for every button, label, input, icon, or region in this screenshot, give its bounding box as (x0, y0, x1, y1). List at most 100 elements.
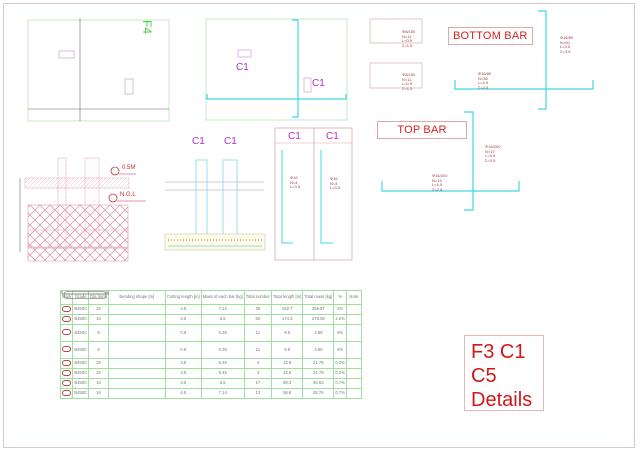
level-label: 0.5M (122, 165, 136, 171)
footing-plan-f4 (27, 18, 170, 122)
total-length-cell: 162.7 (270, 304, 304, 315)
total-length-cell: 9.9 (270, 341, 304, 359)
mark-circle-icon (62, 379, 72, 386)
column-elevation (164, 159, 266, 251)
cutting-length-cell: 4.5 (164, 388, 202, 399)
shape-cell (64, 291, 166, 369)
stirrup-icon (63, 291, 107, 299)
stirrup-panel-frame (369, 18, 423, 44)
column-header: Total length [m] (270, 290, 304, 305)
column-header: Note (345, 290, 362, 305)
footing-outline (27, 19, 170, 122)
rebar-line (538, 10, 547, 110)
grade-cell: B450C (72, 368, 90, 379)
diameter-cell: 16 (88, 304, 109, 315)
diameter-cell: 8 (88, 341, 109, 359)
column-footprint (303, 77, 312, 93)
bent-bar-icon (61, 291, 109, 295)
note-cell (345, 368, 362, 379)
cutting-length-cell: 3.5 (164, 378, 202, 389)
drawing-sheet-border (3, 3, 635, 448)
shape-cell (61, 291, 166, 389)
rebar-line (381, 181, 520, 192)
mass-each-cell: 0.35 (200, 324, 245, 342)
column-label: C1 (236, 62, 249, 73)
mark-cell (59, 388, 74, 399)
percent-cell: 0.7% (333, 378, 347, 389)
total-length-cell: 13.8 (270, 358, 304, 369)
rebar-line (464, 111, 474, 211)
mass-each-cell: 0.35 (200, 341, 245, 359)
note-cell (345, 388, 362, 399)
footing-section (19, 157, 146, 262)
grade-cell: B450C (72, 314, 90, 325)
grade-cell: B450C (72, 341, 90, 359)
footing-label: F4 (140, 20, 154, 35)
rebar-line (454, 80, 594, 90)
rebar-line (292, 19, 299, 118)
mass-each-cell: 5.45 (200, 358, 245, 369)
title-line: F3 C1 (471, 341, 526, 363)
diameter-cell: 16 (88, 388, 109, 399)
mark-circle-icon (62, 359, 72, 366)
mass-each-cell: 7.14 (200, 388, 245, 399)
cutting-length-cell: 0.9 (164, 324, 202, 342)
total-number-cell: 4 (243, 368, 272, 379)
shape-cell (63, 291, 166, 342)
diameter-cell: 16 (88, 314, 109, 325)
column-stub (84, 157, 100, 249)
total-mass-cell: 92.76 (302, 388, 335, 399)
total-number-cell: 11 (243, 324, 272, 342)
total-number-cell: 36 (243, 304, 272, 315)
column-header: % (333, 290, 347, 305)
grade-cell: B450C (72, 324, 90, 342)
percent-cell: 2% (333, 304, 347, 315)
shape-cell (63, 291, 166, 359)
total-number-cell: 11 (243, 341, 272, 359)
column-plan-c1 (205, 18, 348, 121)
grade-cell: B450C (72, 358, 90, 369)
rebar-line (281, 150, 293, 244)
shape-cell (61, 291, 166, 399)
column-label: C1 (312, 78, 325, 89)
total-mass-cell: 21.79 (302, 368, 335, 379)
rebar-line (320, 150, 333, 244)
column-bars-header: C1 (288, 131, 301, 142)
total-number-cell: 4 (243, 358, 272, 369)
tie-beam (24, 177, 130, 189)
bottom-bar-diagram (454, 10, 594, 110)
top-bar-title: TOP BAR (377, 121, 467, 139)
percent-cell: 0% (333, 341, 347, 359)
diameter-cell: 16 (88, 358, 109, 369)
column-cage (195, 159, 208, 241)
total-number-cell: 50 (243, 314, 272, 325)
mark-circle-icon (62, 346, 72, 353)
shape-cell (61, 291, 166, 325)
top-bar-diagram (381, 111, 520, 211)
note-cell (345, 314, 362, 325)
column-header: Mass of each bar [kg] (200, 290, 245, 305)
percent-cell: 2.2% (333, 314, 347, 325)
title-line: Details (471, 389, 533, 411)
mark-circle-icon (62, 389, 72, 396)
note-cell (345, 324, 362, 342)
shape-cell (61, 291, 166, 315)
bottom-bar-title: BOTTOM BAR (448, 27, 533, 45)
column-label: C1 (192, 136, 205, 147)
mark-circle-icon (62, 305, 72, 312)
level-marker-icon (110, 166, 120, 176)
note-cell (345, 358, 362, 369)
percent-cell: 0% (333, 324, 347, 342)
grade-cell: B450C (72, 304, 90, 315)
